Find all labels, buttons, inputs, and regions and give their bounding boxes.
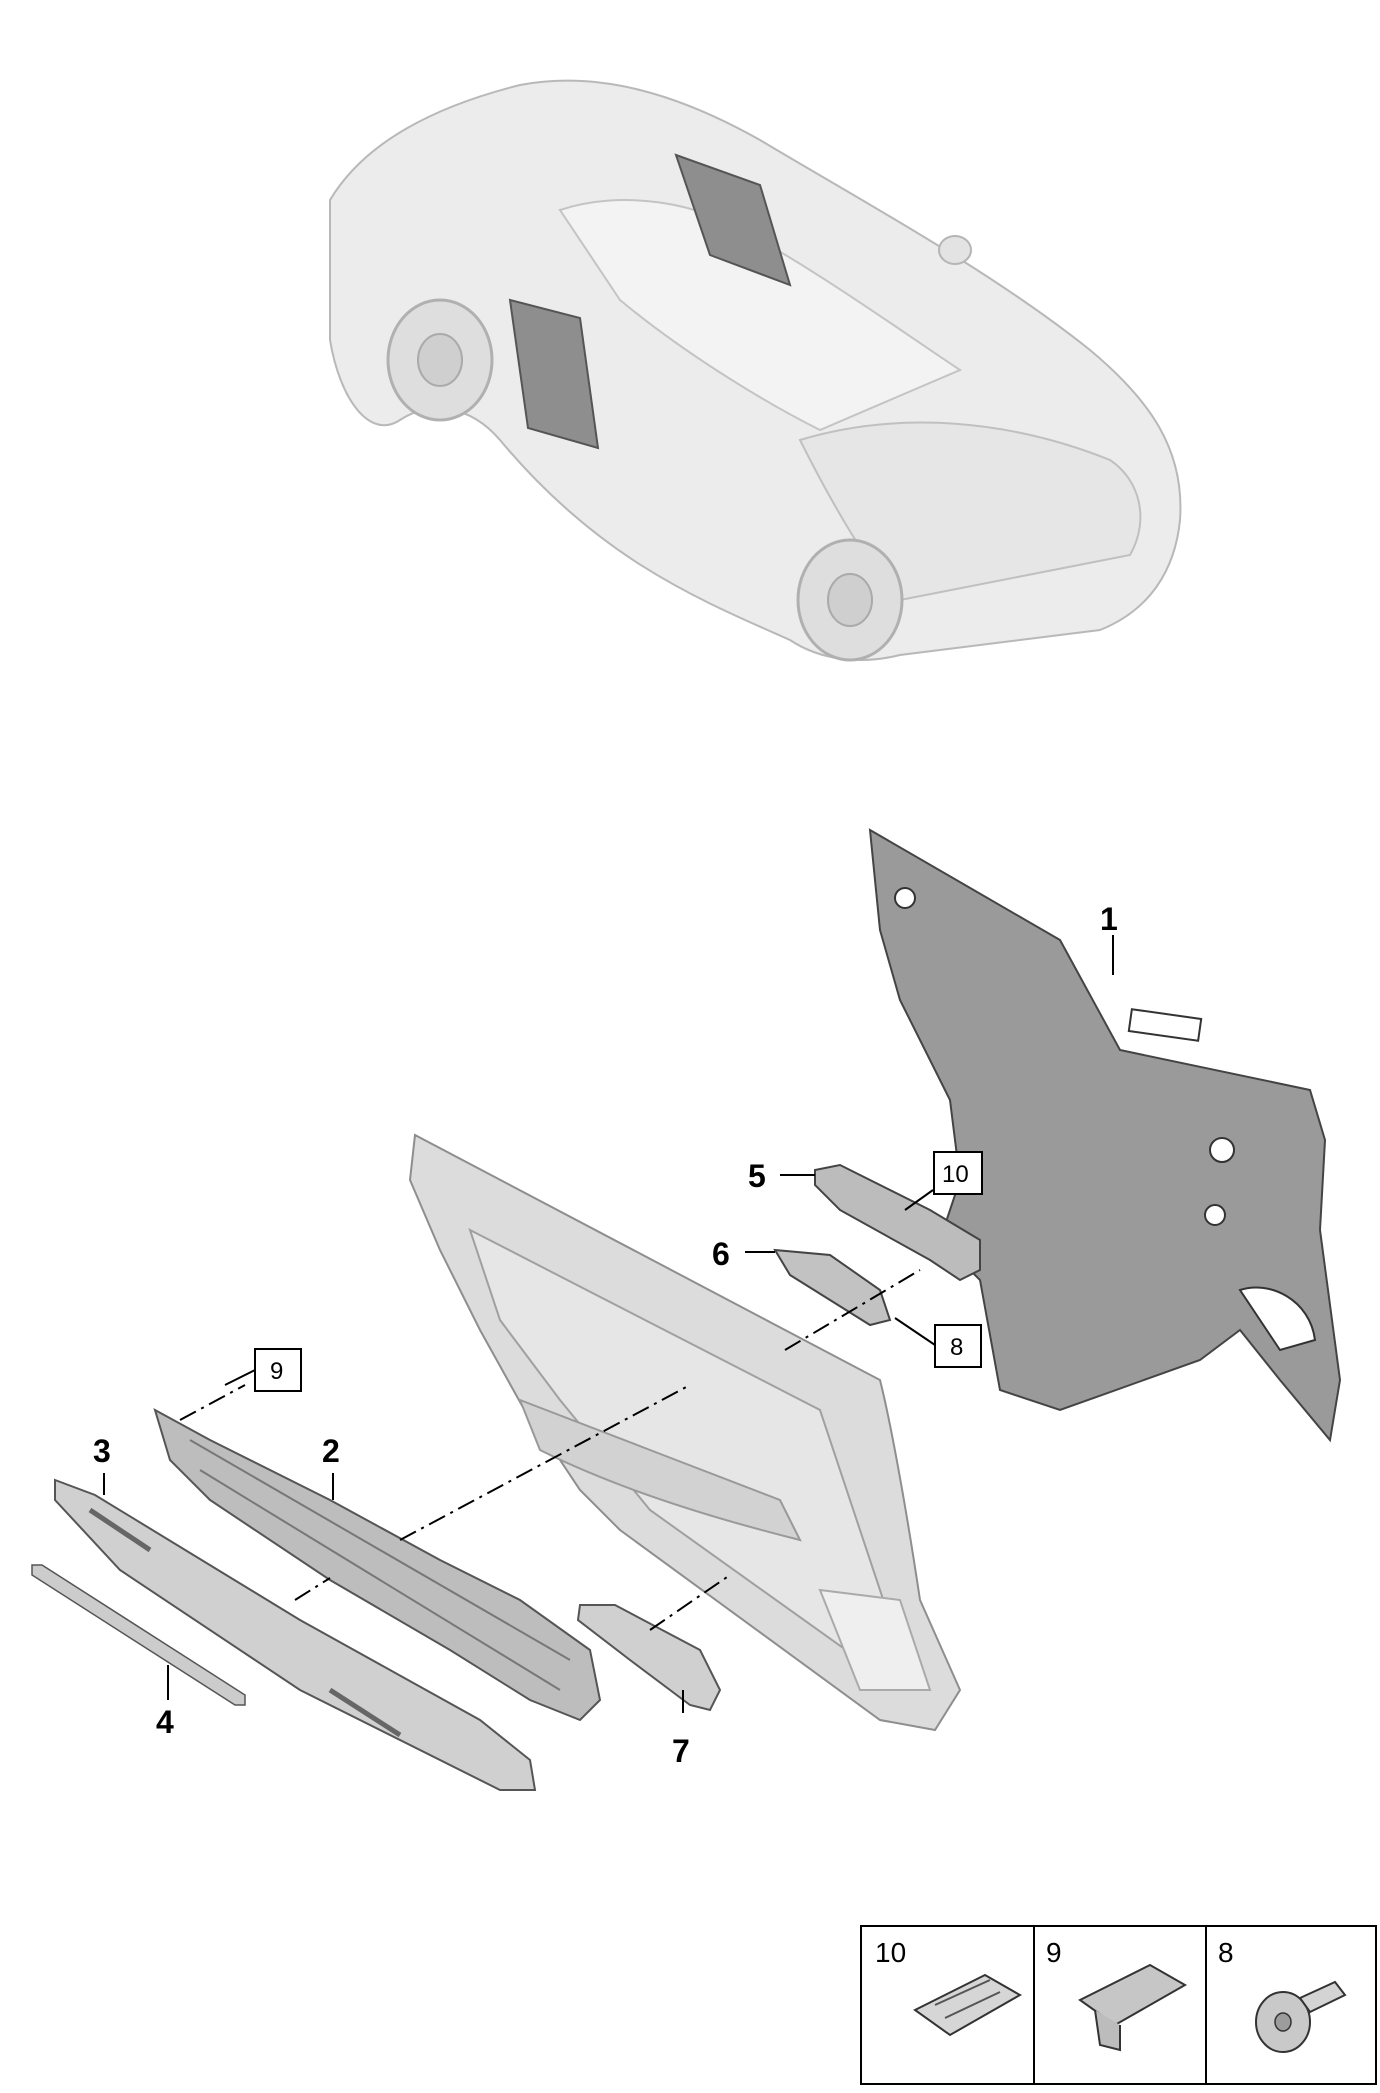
rear-wheel-hub xyxy=(417,333,463,387)
panel-hole-2 xyxy=(1209,1137,1235,1163)
callout-2: 2 xyxy=(322,1433,340,1469)
door-panel-part-1 xyxy=(868,828,1342,1443)
expanding-clip-icon xyxy=(1078,1963,1188,2052)
svg-text:8: 8 xyxy=(950,1334,963,1361)
boxed-callout-10: 10 xyxy=(933,1151,983,1195)
panel-slot xyxy=(1127,1008,1203,1042)
fastener-legend: 10 9 8 xyxy=(860,1925,1377,2085)
front-door-highlight xyxy=(674,153,792,287)
handle-bracket-part-5 xyxy=(814,1163,981,1282)
callout-1: 1 xyxy=(1100,901,1118,937)
thin-strip-part-4 xyxy=(31,1564,246,1706)
boxed-callout-8: 8 xyxy=(934,1324,982,1368)
panel-hole xyxy=(894,887,916,909)
callout-4: 4 xyxy=(156,1704,174,1740)
callout-5: 5 xyxy=(748,1158,766,1194)
callouts: 1 2 3 4 5 6 7 xyxy=(93,901,1118,1769)
legend-cell-10: 10 xyxy=(875,1937,1023,2037)
leader-lines xyxy=(103,935,1114,1713)
panel-speaker-cutout xyxy=(1238,1286,1317,1352)
callout-7: 7 xyxy=(672,1733,690,1769)
car-overview xyxy=(329,79,1182,662)
svg-text:10: 10 xyxy=(942,1161,969,1188)
push-rivet-icon xyxy=(1255,1980,1347,2053)
assembly-lines xyxy=(179,1269,921,1631)
carrier-part-2 xyxy=(153,1407,602,1722)
legend-cell-8: 8 xyxy=(1218,1937,1347,2053)
svg-text:9: 9 xyxy=(1046,1937,1062,1968)
car-windshield xyxy=(558,199,963,432)
panel-hole-3 xyxy=(1204,1204,1226,1226)
front-wheel-hub xyxy=(827,573,873,627)
boxed-callout-9: 9 xyxy=(254,1348,302,1392)
pull-trim-part-7 xyxy=(576,1604,722,1712)
callout-3: 3 xyxy=(93,1433,111,1469)
callout-6: 6 xyxy=(712,1236,730,1272)
svg-text:10: 10 xyxy=(875,1937,906,1968)
inner-handle-part-6 xyxy=(773,1248,892,1327)
legend-cell-9: 9 xyxy=(1046,1937,1188,2052)
rear-door-highlight xyxy=(508,298,600,450)
trim-strip-slot xyxy=(88,1507,402,1738)
door-armrest xyxy=(518,1398,802,1542)
clip-icon xyxy=(913,1973,1023,2037)
door-speaker-grille xyxy=(818,1588,932,1691)
side-mirror xyxy=(938,235,972,265)
carrier-frame-detail xyxy=(189,1439,571,1691)
svg-text:8: 8 xyxy=(1218,1937,1234,1968)
svg-text:9: 9 xyxy=(270,1358,283,1385)
trim-strip-part-3 xyxy=(54,1478,537,1791)
